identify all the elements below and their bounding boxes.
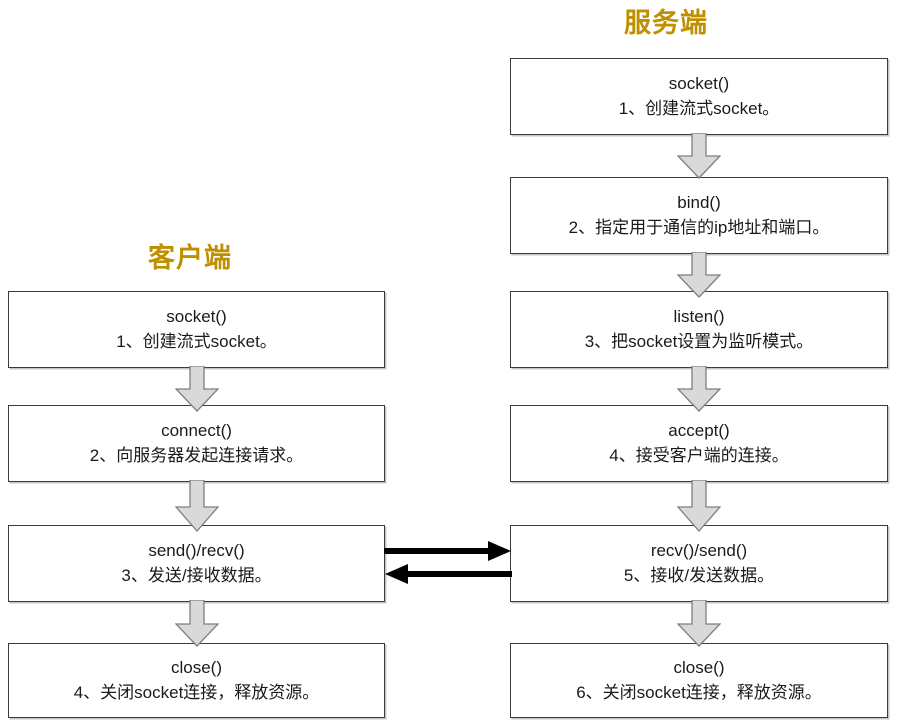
- node-server-close[interactable]: close() 6、关闭socket连接，释放资源。: [510, 643, 888, 718]
- message-arrow-server-to-client: [384, 563, 512, 585]
- node-description: 4、接受客户端的连接。: [609, 445, 789, 465]
- column-heading-client: 客户端: [148, 243, 232, 273]
- node-function-label: accept(): [668, 421, 730, 441]
- node-function-label: close(): [673, 658, 725, 678]
- node-description: 2、向服务器发起连接请求。: [89, 445, 304, 465]
- flow-arrow-server-listen-to-accept: [677, 366, 721, 412]
- flow-arrow-server-accept-to-recv: [677, 480, 721, 532]
- flow-arrow-client-connect-to-send: [175, 480, 219, 532]
- node-description: 2、指定用于通信的ip地址和端口。: [568, 217, 830, 237]
- column-heading-server: 服务端: [624, 8, 708, 38]
- node-function-label: connect(): [161, 421, 232, 441]
- node-description: 3、把socket设置为监听模式。: [584, 331, 814, 351]
- node-function-label: socket(): [668, 74, 730, 94]
- node-client-close[interactable]: close() 4、关闭socket连接，释放资源。: [8, 643, 385, 718]
- node-client-socket[interactable]: socket() 1、创建流式socket。: [8, 291, 385, 368]
- node-server-bind[interactable]: bind() 2、指定用于通信的ip地址和端口。: [510, 177, 888, 254]
- flow-arrow-server-recv-to-close: [677, 600, 721, 647]
- node-function-label: send()/recv(): [148, 541, 245, 561]
- node-function-label: bind(): [677, 193, 721, 213]
- node-function-label: socket(): [166, 307, 227, 327]
- node-description: 4、关闭socket连接，释放资源。: [73, 682, 320, 702]
- node-description: 6、关闭socket连接，释放资源。: [576, 682, 822, 702]
- node-function-label: listen(): [673, 307, 725, 327]
- node-client-connect[interactable]: connect() 2、向服务器发起连接请求。: [8, 405, 385, 482]
- message-arrow-client-to-server: [384, 540, 512, 562]
- node-client-send-recv[interactable]: send()/recv() 3、发送/接收数据。: [8, 525, 385, 602]
- node-server-recv-send[interactable]: recv()/send() 5、接收/发送数据。: [510, 525, 888, 602]
- node-server-accept[interactable]: accept() 4、接受客户端的连接。: [510, 405, 888, 482]
- node-description: 1、创建流式socket。: [116, 331, 277, 351]
- node-function-label: close(): [170, 658, 222, 678]
- flow-arrow-server-bind-to-listen: [677, 252, 721, 298]
- flow-arrow-client-socket-to-connect: [175, 366, 219, 412]
- node-function-label: recv()/send(): [650, 541, 748, 561]
- node-description: 3、发送/接收数据。: [121, 565, 272, 585]
- node-server-socket[interactable]: socket() 1、创建流式socket。: [510, 58, 888, 135]
- node-server-listen[interactable]: listen() 3、把socket设置为监听模式。: [510, 291, 888, 368]
- flow-arrow-server-socket-to-bind: [677, 133, 721, 179]
- flow-arrow-client-send-to-close: [175, 600, 219, 647]
- node-description: 1、创建流式socket。: [618, 98, 780, 118]
- node-description: 5、接收/发送数据。: [623, 565, 775, 585]
